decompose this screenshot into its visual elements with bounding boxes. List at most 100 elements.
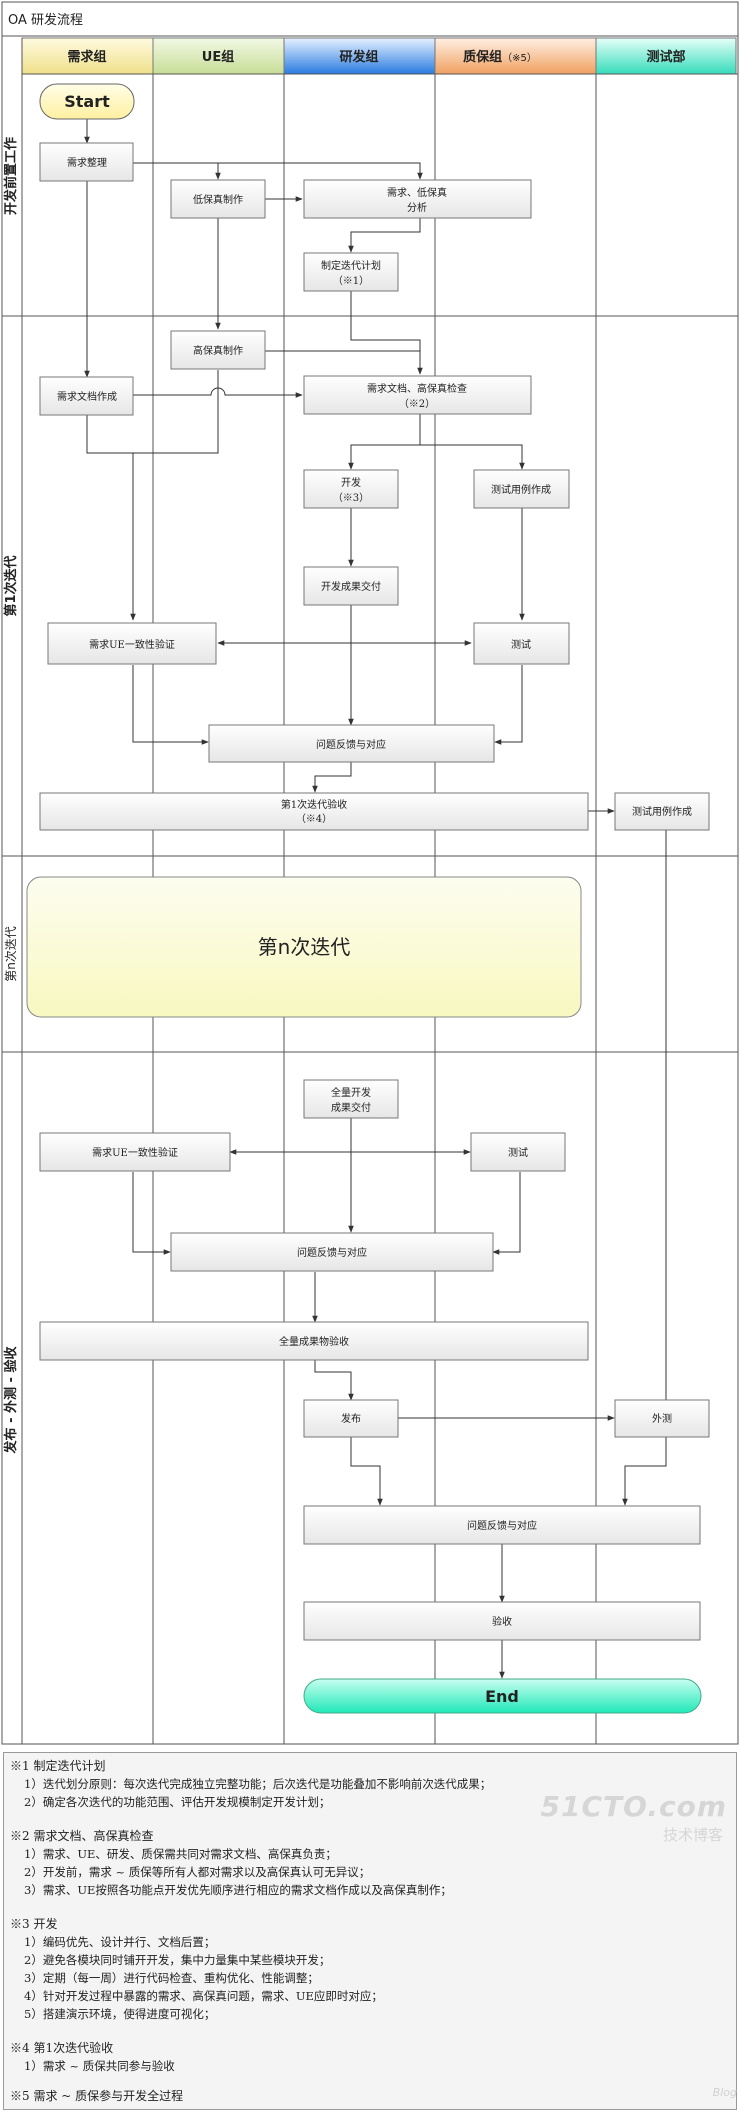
note-3-title: ※3 开发: [10, 1917, 58, 1931]
node-testcase-2-label: 测试用例作成: [632, 805, 692, 818]
start-label: Start: [64, 92, 110, 111]
node-plan-label-1: 制定迭代计划: [321, 259, 381, 272]
lane-label-qa-main: 质保组: [463, 49, 502, 65]
node-feedback-2: [170, 1232, 494, 1272]
node-lofi-label: 低保真制作: [193, 193, 243, 206]
note-2: ※2 需求文档、高保真检查 1）需求、UE、研发、质保需共同对需求文档、高保真负…: [10, 1827, 452, 1899]
node-final-accept: [303, 1601, 701, 1641]
lane-header-test: [595, 37, 737, 75]
node-full-deliver-label-2: 成果交付: [331, 1101, 371, 1114]
watermark-blog: Blog: [712, 2086, 737, 2099]
node-full-deliver-label-1: 全量开发: [331, 1086, 371, 1099]
node-hifi-label: 高保真制作: [193, 344, 243, 357]
node-iter-n: [26, 876, 582, 1018]
note-3-line-3: 3）定期（每一周）进行代码检查、重构优化、性能调整；: [24, 1971, 319, 1985]
lane-header-req: [21, 37, 154, 75]
note-1-title: ※1 制定迭代计划: [10, 1759, 106, 1773]
diagram-title: OA 研发流程: [8, 12, 83, 28]
phase-label-release: 发布 - 外测 - 验收: [3, 1346, 19, 1455]
node-dev-deliver: [303, 566, 399, 606]
note-3: ※3 开发 1）编码优先、设计并行、文档后置； 2）避免各模块同时铺开开发，集中…: [10, 1915, 383, 2023]
node-dev-label-1: 开发: [341, 476, 361, 489]
node-testcase-2: [614, 792, 710, 831]
node-release: [303, 1399, 399, 1438]
end-label: End: [485, 1687, 519, 1706]
flowchart: OA 研发流程 需求组 UE组 研发组 质保组（※5） 测试部 开发前置工作 第…: [1, 1, 739, 1745]
node-req-doc-label: 需求文档作成: [57, 390, 117, 403]
node-dev-label-2: （※3）: [333, 492, 369, 504]
lane-label-req: 需求组: [67, 49, 106, 65]
note-1-line-1: 1）迭代划分原则：每次迭代完成独立完整功能；后次迭代是功能叠加不影响前次迭代成果…: [24, 1777, 492, 1791]
node-dev-deliver-label: 开发成果交付: [321, 580, 381, 593]
note-2-line-2: 2）开发前，需求 ~ 质保等所有人都对需求以及高保真认可无异议；: [24, 1865, 371, 1879]
note-3-line-4: 4）针对开发过程中暴露的需求、高保真问题，需求、UE应即时对应；: [24, 1989, 383, 2003]
node-ue-verify-1: [47, 622, 217, 665]
lane-dividers: [2, 38, 738, 1744]
node-test-1-label: 测试: [511, 638, 531, 651]
note-2-line-1: 1）需求、UE、研发、质保需共同对需求文档、高保真负责；: [24, 1847, 337, 1861]
note-4: ※4 第1次迭代验收 1）需求 ~ 质保共同参与验收: [10, 2039, 175, 2075]
lane-label-test: 测试部: [646, 49, 685, 65]
node-full-deliver: [303, 1079, 399, 1119]
node-doc-check: [303, 375, 532, 415]
node-ue-verify-1-label: 需求UE一致性验证: [89, 638, 175, 651]
note-3-line-5: 5）搭建演示环境，使得进度可视化；: [24, 2007, 216, 2021]
node-doc-check-label-1: 需求文档、高保真检查: [367, 382, 467, 395]
node-iter-n-label: 第n次迭代: [258, 935, 351, 959]
lane-headers: 需求组 UE组 研发组 质保组（※5） 测试部: [21, 37, 737, 75]
node-full-accept: [39, 1321, 589, 1361]
note-2-line-3: 3）需求、UE按照各功能点开发优先顺序进行相应的需求文档作成以及高保真制作；: [24, 1883, 452, 1897]
node-doc-check-label-2: （※2）: [399, 398, 435, 410]
node-plan-label-2: （※1）: [333, 275, 369, 287]
node-final-accept-label: 验收: [492, 1615, 512, 1628]
note-3-line-1: 1）编码优先、设计并行、文档后置；: [24, 1935, 216, 1949]
diagram-frame: [1, 1, 739, 1745]
watermark: 51CTO.com 技术博客: [541, 1790, 727, 1846]
node-hifi: [170, 330, 266, 370]
node-req-lofi-analysis-label-2: 分析: [407, 201, 427, 214]
node-req-sort-label: 需求整理: [67, 156, 107, 169]
note-1: ※1 制定迭代计划 1）迭代划分原则：每次迭代完成独立完整功能；后次迭代是功能叠…: [10, 1757, 491, 1811]
node-ext-test: [614, 1399, 710, 1438]
phase-label-pre: 开发前置工作: [3, 137, 19, 215]
node-accept-1: [39, 792, 589, 831]
node-plan: [303, 252, 399, 292]
node-testcase-1: [473, 469, 570, 509]
note-1-line-2: 2）确定各次迭代的功能范围、评估开发规模制定开发计划；: [24, 1795, 331, 1809]
node-feedback-1-label: 问题反馈与对应: [316, 738, 386, 751]
node-accept-1-label-2: （※4）: [296, 813, 332, 825]
note-4-line-1: 1）需求 ~ 质保共同参与验收: [24, 2059, 175, 2073]
note-5: ※5 需求 ~ 质保参与开发全过程: [10, 2087, 183, 2105]
node-testcase-1-label: 测试用例作成: [491, 483, 551, 496]
node-ext-test-label: 外测: [652, 1412, 672, 1425]
watermark-sub: 技术博客: [662, 1826, 723, 1844]
node-dev: [303, 469, 399, 509]
node-feedback-1: [208, 724, 495, 763]
phase-label-iter1: 第1次迭代: [3, 555, 19, 616]
end-terminal: [303, 1678, 702, 1714]
node-req-sort: [39, 142, 134, 182]
node-test-1: [473, 622, 570, 665]
node-feedback-2-label: 问题反馈与对应: [297, 1246, 367, 1259]
process-nodes: 需求整理 低保真制作 需求、低保真 分析 制定迭代计划 （※1） 高保真制作 需…: [39, 142, 710, 1641]
notes-panel: ※1 制定迭代计划 1）迭代划分原则：每次迭代完成独立完整功能；后次迭代是功能叠…: [3, 1752, 737, 2110]
lane-label-qa-sub: （※5）: [502, 52, 537, 64]
note-5-title: ※5 需求 ~ 质保参与开发全过程: [10, 2089, 184, 2103]
note-3-line-2: 2）避免各模块同时铺开开发，集中力量集中某些模块开发；: [24, 1953, 331, 1967]
node-feedback-3-label: 问题反馈与对应: [467, 1519, 537, 1532]
phase-label-itern: 第n次迭代: [4, 926, 18, 982]
node-full-accept-label: 全量成果物验收: [279, 1335, 349, 1348]
node-req-doc: [39, 376, 134, 416]
node-ue-verify-2-label: 需求UE一致性验证: [92, 1146, 178, 1159]
connectors: [84, 119, 669, 1679]
node-req-lofi-analysis-label-1: 需求、低保真: [387, 186, 447, 199]
lane-label-qa: 质保组（※5）: [463, 49, 537, 65]
node-req-lofi-analysis: [303, 179, 532, 219]
node-accept-1-label-1: 第1次迭代验收: [281, 798, 347, 811]
lane-label-dev: 研发组: [339, 49, 378, 65]
node-release-label: 发布: [341, 1412, 361, 1425]
node-test-2: [470, 1132, 566, 1172]
node-ue-verify-2: [39, 1132, 231, 1172]
node-lofi: [170, 179, 266, 219]
note-4-title: ※4 第1次迭代验收: [10, 2041, 114, 2055]
